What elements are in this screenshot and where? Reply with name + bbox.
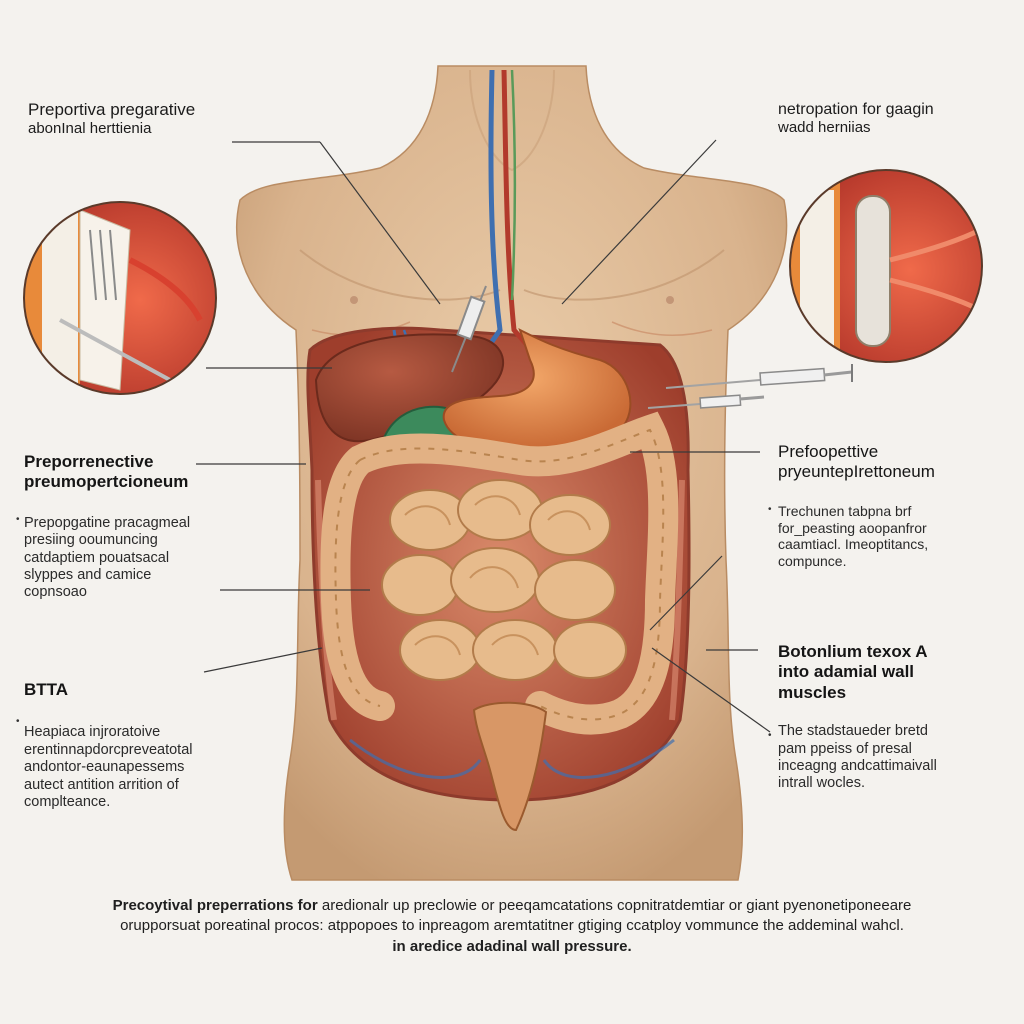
label-top-right-line-1: netropation for gaagin (778, 101, 934, 118)
needle-center (451, 285, 487, 373)
label-mid-left-heading-2: preumopertcioneum (24, 472, 189, 492)
caption-line-2: orupporsuat poreatinal procos: atppopoes… (120, 917, 904, 935)
syringe-upper (665, 364, 853, 389)
label-bottom-left-body-5: complteance. (24, 793, 111, 810)
label-bottom-right-heading-3: muscles (778, 682, 847, 702)
label-mid-left-body-4: slyppes and camice (24, 566, 152, 583)
label-mid-right-body-4: compunce. (778, 553, 847, 570)
rectum (472, 701, 548, 832)
label-bottom-right-body-4: intrall wocles. (778, 775, 866, 792)
caption-line-3: in aredice adadinal wall pressure. (392, 937, 632, 955)
label-mid-left-body-5: copnsoao (24, 584, 87, 601)
inset-left (24, 202, 216, 394)
label-top-right: netropation for gaagin wadd herniias (778, 100, 934, 137)
leader-lines (196, 139, 771, 733)
label-top-left: Preportiva pregarative abonInal herttien… (28, 100, 195, 138)
label-mid-left: Preporrenective preumopertcioneum Prepop… (24, 452, 190, 602)
label-mid-left-heading-1: Preporrenective (24, 452, 154, 471)
label-mid-right-body-1: Trechunen tabpna brf (778, 502, 912, 519)
label-mid-right: Prefoopettive pryeuntepIrettoneum Trechu… (778, 442, 935, 570)
label-mid-right-heading: Prefoopettive pryeuntepIrettoneum (778, 442, 935, 483)
label-mid-left-body-2: presiing ooumuncing (24, 532, 158, 549)
label-bottom-right-body-1: The stadstaueder bretd (778, 723, 928, 740)
bullet-mid-right: • (768, 504, 772, 515)
bullet-bottom-right: • (768, 730, 772, 741)
label-bottom-left-body-2: erentinnapdorcpreveatotal (24, 741, 193, 758)
label-mid-right-body-3: caamtiacl. Imeoptitancs, (778, 536, 929, 553)
label-bottom-right-body-3: inceagng andcattimaivall (778, 757, 937, 774)
syringe-lower (647, 394, 765, 409)
caption-line-1: Precoytival preperrations for aredionalr… (0, 896, 1024, 916)
label-bottom-right-body: The stadstaueder bretd pam ppeiss of pre… (778, 723, 937, 793)
label-bottom-left: BTTA Heapiaca injroratoive erentinnapdor… (24, 680, 192, 811)
caption: Precoytival preperrations for aredionalr… (0, 896, 1024, 957)
label-top-right-line-2: wadd herniias (778, 119, 871, 137)
bullet-mid-left: • (16, 514, 20, 525)
label-bottom-right-body-2: pam ppeiss of presal (778, 740, 912, 757)
label-mid-right-heading-2: pryeuntepIrettoneum (778, 462, 935, 482)
label-bottom-left-body-3: andontor-eaunapessems (24, 759, 185, 776)
label-mid-right-body-2: for_peasting aoopanfror (778, 519, 927, 536)
label-mid-left-body-1: Prepopgatine pracagmeal (24, 514, 191, 531)
bullet-bottom-left: • (16, 716, 20, 727)
label-mid-left-body: Prepopgatine pracagmeal presiing ooumunc… (24, 515, 190, 602)
label-mid-right-heading-1: Prefoopettive (778, 442, 879, 461)
small-intestine (381, 479, 627, 681)
label-bottom-right-heading-2: into adamial wall (778, 662, 915, 682)
label-bottom-right: Botonlium texox A into adamial wall musc… (778, 642, 937, 793)
inset-right (790, 170, 982, 362)
label-mid-left-heading: Preporrenective preumopertcioneum (24, 452, 190, 493)
label-bottom-left-heading: BTTA (24, 680, 69, 699)
label-bottom-left-body-1: Heapiaca injroratoive (24, 724, 161, 741)
label-mid-right-body: Trechunen tabpna brf for_peasting aoopan… (778, 503, 935, 570)
label-mid-left-body-3: catdaptiem pouatsacal (24, 549, 170, 566)
label-bottom-left-body: Heapiaca injroratoive erentinnapdorcprev… (24, 724, 192, 811)
label-top-left-line-2: abonInal herttienia (28, 120, 152, 138)
label-bottom-right-heading: Botonlium texox A into adamial wall musc… (778, 642, 937, 703)
caption-line-1-bold: Precoytival preperrations for (112, 897, 318, 914)
label-bottom-left-body-4: autect antition arrition of (24, 776, 179, 793)
label-top-left-line-1: Preportiva pregarative (28, 100, 196, 119)
caption-line-1-rest: aredionalr up preclowie or peeqamcatatio… (317, 897, 912, 914)
label-bottom-right-heading-1: Botonlium texox A (778, 642, 928, 661)
